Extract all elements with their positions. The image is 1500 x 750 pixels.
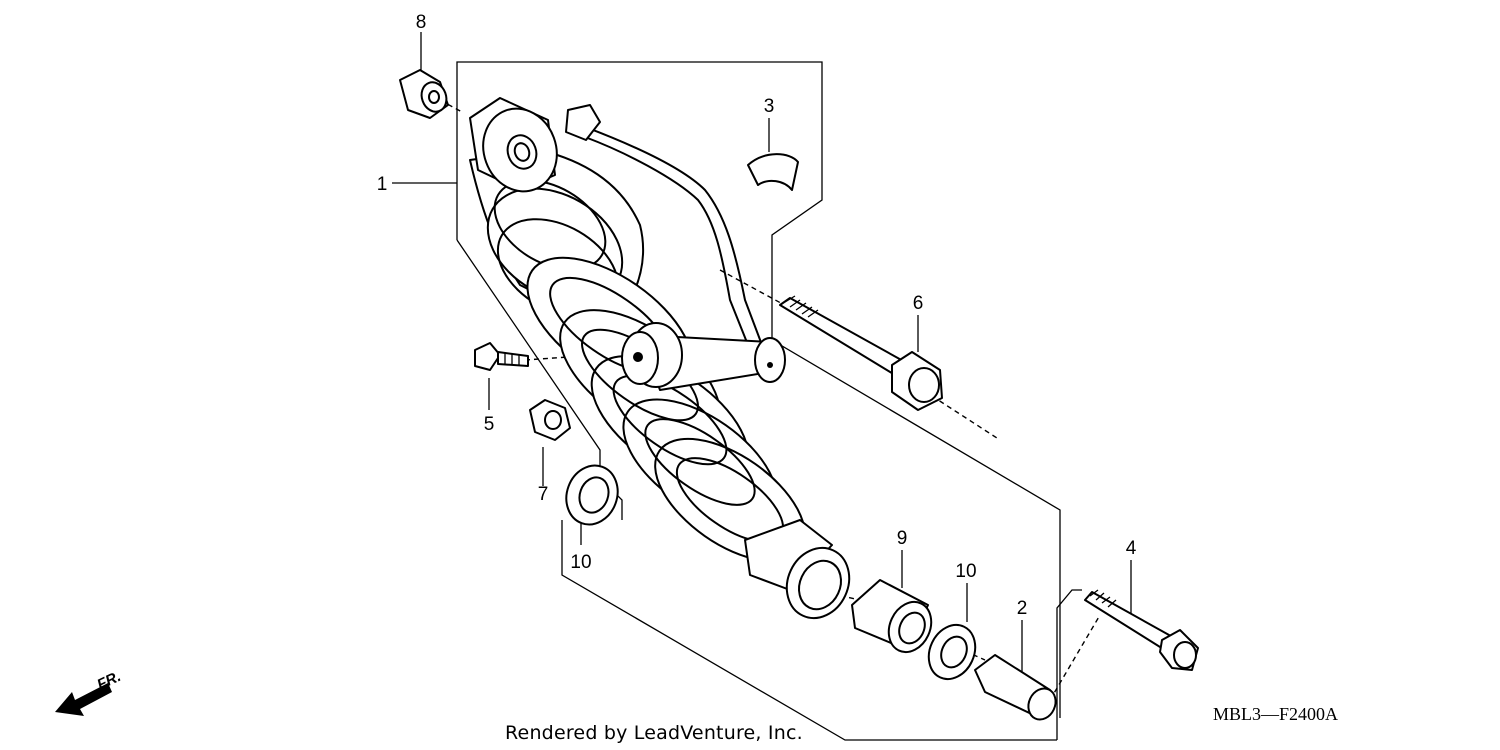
assembly-frame-lower <box>561 520 1082 741</box>
lower-collar <box>974 654 1057 721</box>
callout-10-right: 10 <box>955 561 976 582</box>
hose-clip <box>747 153 799 191</box>
front-direction-arrow-icon <box>55 683 112 716</box>
dust-seal-left <box>565 464 619 526</box>
callout-7: 7 <box>538 484 549 505</box>
upper-flange-nut <box>399 69 449 119</box>
callout-8: 8 <box>416 12 427 33</box>
callout-4: 4 <box>1126 538 1137 559</box>
callout-1: 1 <box>377 174 388 195</box>
needle-bearing <box>851 579 933 654</box>
direction-label: FR. <box>95 668 124 694</box>
lower-mounting-bolt <box>1084 589 1199 671</box>
small-flange-bolt <box>474 342 529 371</box>
diagram-part-code: MBL3—F2400A <box>1213 704 1338 724</box>
shock-absorber-assembly <box>469 97 851 620</box>
upper-mounting-bolt <box>779 295 943 411</box>
callout-6: 6 <box>913 293 924 314</box>
callout-2: 2 <box>1017 598 1028 619</box>
callout-10-left: 10 <box>570 552 591 573</box>
callout-3: 3 <box>764 96 775 117</box>
lower-flange-nut <box>529 399 571 441</box>
dust-seal-right <box>927 623 977 681</box>
render-credit: Rendered by LeadVenture, Inc. <box>505 722 803 744</box>
callout-5: 5 <box>484 414 495 435</box>
callout-9: 9 <box>897 528 908 549</box>
